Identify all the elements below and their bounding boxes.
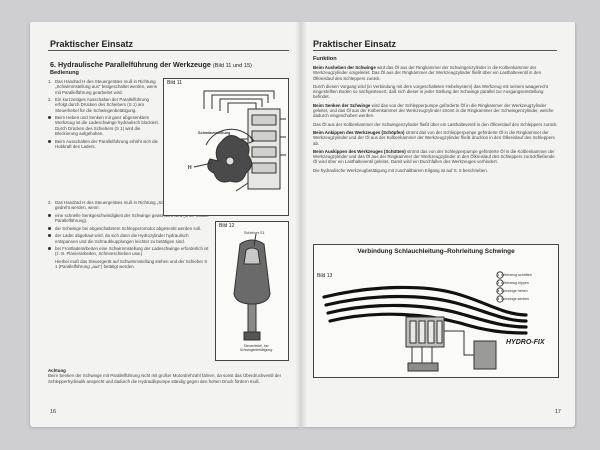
legend-text: Werkzeug schütten	[501, 273, 532, 277]
list-marker: 3.	[48, 200, 52, 205]
paragraph: Beim Ankippen des Werkzeuges (Schöpfen) …	[313, 130, 559, 146]
left-page: Praktischer Einsatz 6. Hydraulische Para…	[30, 22, 301, 427]
paragraph-text: wird das Öl aus der Ringkammer der Schwi…	[313, 65, 542, 81]
hose-pipe-illustration	[322, 271, 528, 372]
list-item: die Schwinge bei abgeschaltetem Schleppe…	[48, 226, 210, 231]
list-item: Hierbei muß das Steuergerät auf Schwimms…	[48, 259, 210, 270]
list-item: 2.Ein kurzzeitiges Ausschalten der Paral…	[48, 97, 160, 113]
list-item: Beim Ausschalten der Parallelführung erh…	[48, 139, 160, 150]
header-rule	[48, 50, 289, 51]
list-marker	[48, 259, 55, 270]
paragraph-lead: Beim Auskippen des Werkzeuges (Schütten)	[313, 148, 406, 154]
list-marker: 1.	[48, 79, 52, 84]
list-item-text: bei Frontladerarbeiten eine Schwimmstell…	[55, 246, 209, 257]
legend-text: Schwinge heben	[501, 289, 528, 293]
legend-text: Schwinge senken	[501, 297, 530, 301]
page-gutter-shadow	[295, 22, 301, 427]
list-marker: 2.	[48, 97, 52, 103]
section-figure-ref: (Bild 11 und 15)	[212, 63, 252, 69]
legend-number: 3	[497, 289, 499, 293]
booklet-spread: Praktischer Einsatz 6. Hydraulische Para…	[30, 22, 575, 427]
legend-item-3: 3 Schwinge heben	[497, 289, 528, 293]
list-item: bei Frontladerarbeiten eine Schwimmstell…	[48, 246, 210, 257]
bullet-dot	[48, 226, 55, 231]
figure-label: Bild 11	[167, 80, 182, 86]
subhead-funktion: Funktion	[313, 56, 337, 62]
list-item: Beim Heben und Senken mit ganz abgesenkt…	[48, 115, 160, 136]
legend-item-2: 2 Werkzeug kippen	[497, 281, 529, 285]
legend-text: Werkzeug kippen	[501, 281, 529, 285]
subhead-bedienung: Bedienung	[50, 70, 79, 76]
paragraph: Beim Auskippen des Werkzeuges (Schütten)…	[313, 149, 559, 165]
list-item-text: der Lader abgebaut wird, da sich dann di…	[55, 233, 189, 244]
paragraph: Das Öl aus der Kolbenkammer der Schwinge…	[313, 122, 559, 127]
page-gutter-shadow	[301, 22, 307, 427]
legend-item-4: 4 Schwinge senken	[497, 297, 529, 301]
instructions-list-a: 1.Das Handrad H des Steuergerätes muß in…	[48, 79, 160, 151]
list-item-text: Das Handrad H des Steuergerätes muß in R…	[55, 200, 201, 211]
paragraph-lead: Beim Senken der Schwinge	[313, 102, 371, 108]
list-item-text: die Schwinge bei abgeschaltetem Schleppe…	[55, 225, 202, 231]
bullet-dot	[48, 246, 55, 257]
paragraph-text: Das Öl aus der Kolbenkammer der Schwinge…	[313, 121, 558, 127]
list-item-text: Hierbei muß das Steuergerät auf Schwimms…	[55, 258, 208, 270]
paragraph-text: strömt das von der Schlepperpumpe geförd…	[313, 129, 555, 146]
legend-number: 1	[497, 273, 499, 277]
paragraph-text: Die hydraulische Werkzeugbetätigung mit …	[313, 167, 488, 173]
list-item: 1.Das Handrad H des Steuergerätes muß in…	[48, 79, 160, 95]
achtung-notice: Achtung Beim Senken der Schwinge mit Par…	[48, 368, 291, 384]
running-head: Praktischer Einsatz	[50, 39, 134, 49]
bullet-dot	[48, 213, 55, 224]
paragraph: Beim Senken der Schwinge wird das von de…	[313, 103, 559, 119]
paragraph: Die hydraulische Werkzeugbetätigung mit …	[313, 168, 559, 173]
figure-title: Verbindung Schlauchleitung–Rohrleitung S…	[357, 248, 515, 255]
list-item-text: Das Handrad H des Steuergerätes muß in R…	[55, 79, 158, 95]
legend-number: 2	[497, 281, 499, 285]
achtung-title: Achtung	[48, 368, 66, 373]
legend-number: 4	[497, 297, 499, 301]
brand-logo-hydro-fix: HYDRO-FIX	[506, 339, 545, 346]
list-item-text: Beim Heben und Senken mit ganz abgesenkt…	[55, 115, 159, 137]
bullet-dot	[48, 139, 55, 150]
header-rule	[313, 50, 557, 51]
bullet-dot	[48, 233, 55, 244]
list-item-text: Beim Ausschalten der Parallelführung erh…	[55, 138, 158, 149]
list-item-text: Ein kurzzeitiges Ausschalten der Paralle…	[55, 97, 149, 113]
section-title: 6. Hydraulische Parallelführung der Werk…	[50, 60, 252, 69]
paragraph-text: Durch diesen Vorgang wird (in Verbindung…	[313, 83, 548, 100]
paragraph-lead: Beim Ankippen des Werkzeuges (Schöpfen)	[313, 129, 405, 135]
callout-schieber-s1: Schieber S1	[244, 231, 265, 235]
right-page: Praktischer Einsatz Funktion Beim Ausheb…	[301, 22, 575, 427]
figure-13: Verbindung Schlauchleitung–Rohrleitung S…	[313, 244, 559, 378]
paragraph-text: strömt das von der Schlepperpumpe geförd…	[313, 148, 555, 165]
figure-label: Bild 12	[219, 223, 235, 229]
paragraph: Beim Ausheben der Schwinge wird das Öl a…	[313, 65, 559, 81]
callout-schwimmstellung: Schwimmstellung	[198, 131, 231, 135]
achtung-text: Beim Senken der Schwinge mit Parallelfüh…	[48, 373, 282, 384]
page-number: 17	[554, 409, 561, 415]
section-title-text: 6. Hydraulische Parallelführung der Werk…	[50, 60, 211, 69]
function-description: Beim Ausheben der Schwinge wird das Öl a…	[313, 65, 559, 176]
callout-handrad-h: H	[188, 165, 192, 171]
instructions-list-b: 3.Das Handrad H des Steuergerätes muß in…	[48, 200, 210, 272]
figure-11: Bild 11	[163, 78, 289, 216]
list-item: 3.Das Handrad H des Steuergerätes muß in…	[48, 200, 210, 211]
paragraph-lead: Beim Ausheben der Schwinge	[313, 65, 376, 70]
bullet-dot	[48, 115, 55, 136]
page-number: 16	[50, 409, 57, 415]
list-item: der Lader abgebaut wird, da sich dann di…	[48, 233, 210, 244]
control-lever-illustration	[233, 233, 271, 341]
running-head: Praktischer Einsatz	[313, 39, 397, 49]
figure-12: Bild 12 Schieber S1 Steuerhebel, bei Sch…	[215, 221, 289, 361]
control-valve-illustration	[193, 90, 286, 192]
paragraph-text: wird das von der Schlepperpumpe geförder…	[313, 102, 554, 119]
list-item-text: eine schnelle Senkgeschwindigkeit der Sc…	[55, 212, 209, 224]
legend-item-1: 1 Werkzeug schütten	[497, 273, 532, 277]
figure-caption: Steuerhebel, bei Schwingenbetätigung	[239, 344, 273, 352]
list-item: eine schnelle Senkgeschwindigkeit der Sc…	[48, 213, 210, 224]
figure-label: Bild 13	[317, 273, 333, 279]
paragraph: Durch diesen Vorgang wird (in Verbindung…	[313, 84, 559, 100]
